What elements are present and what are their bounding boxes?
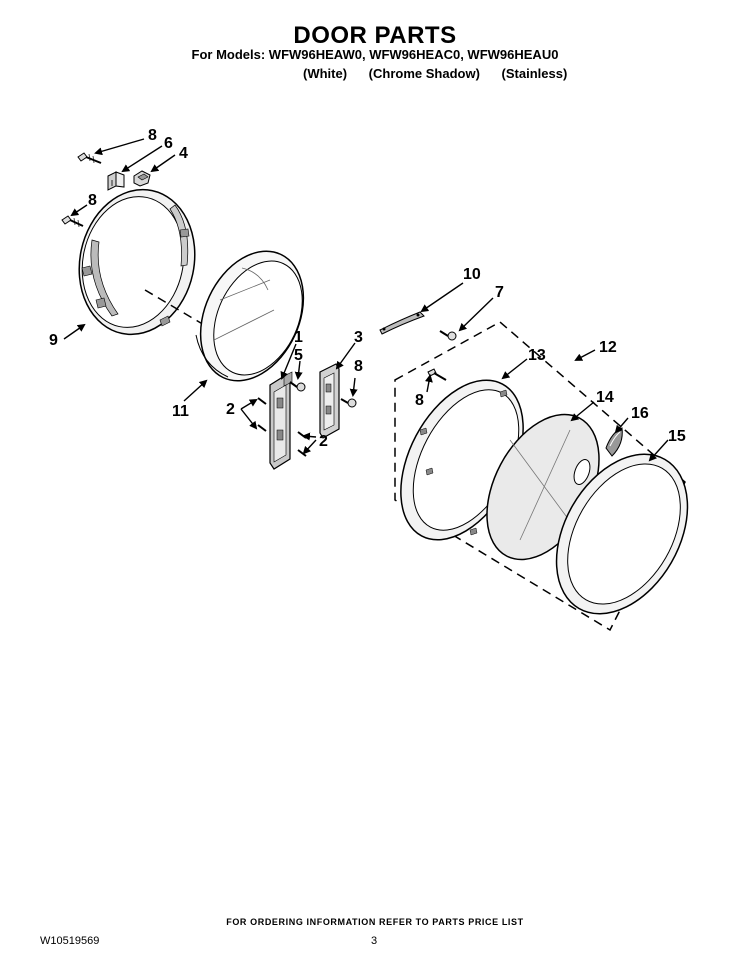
models-line: For Models: WFW96HEAW0, WFW96HEAC0, WFW9… [191,47,559,62]
variant-stainless: (Stainless) [501,66,568,81]
callout-1: 1 [294,329,303,346]
callout-8-hinge: 8 [354,358,363,375]
callout-11: 11 [172,403,189,420]
page-title: DOOR PARTS [293,22,457,49]
callout-2-upper: 2 [226,401,235,418]
document-id: W10519569 [40,935,100,947]
hinge-bracket-part-6 [107,171,125,191]
outer-door-assembly-part-12 [394,321,686,632]
page-number: 3 [371,935,378,947]
callout-6: 6 [164,135,173,152]
callout-14: 14 [596,389,614,406]
screw-part-8-assembly [427,368,447,381]
door-glass-part-11 [195,250,305,382]
callout-4: 4 [179,145,188,162]
screw-part-8-hinge [340,398,357,408]
pin-part-2-upper [257,397,267,432]
callout-12: 12 [599,339,617,356]
callout-5: 5 [294,347,303,364]
hinge-plate-part-3 [319,363,340,439]
callout-2-lower: 2 [319,433,328,450]
callout-15: 15 [668,428,686,445]
variant-white: (White) [303,66,348,81]
callout-16: 16 [631,405,649,422]
model-variants: (White) (Chrome Shadow) (Stainless) [303,66,585,81]
screw-part-8-left [61,215,84,228]
hinge-part-1 [269,371,293,470]
ordering-note: FOR ORDERING INFORMATION REFER TO PARTS … [226,917,524,927]
callout-8-left: 8 [88,192,97,209]
screw-part-7 [439,330,457,341]
callout-8-top: 8 [148,127,157,144]
bumper-part-4 [133,170,151,187]
screw-part-5 [289,381,306,392]
strap-part-10 [379,311,425,335]
callout-9: 9 [49,332,58,349]
callout-3: 3 [354,329,363,346]
outer-door-ring-part-9 [78,188,196,336]
screw-part-8-top [77,152,102,164]
callout-leaders [63,138,669,462]
callout-13: 13 [528,347,546,364]
variant-chrome-shadow: (Chrome Shadow) [368,66,480,81]
callout-8-assembly: 8 [415,392,424,409]
callout-10: 10 [463,266,481,283]
outer-trim-ring-part-15 [555,453,689,615]
callout-7: 7 [495,284,504,301]
handle-insert-part-16 [605,427,623,457]
